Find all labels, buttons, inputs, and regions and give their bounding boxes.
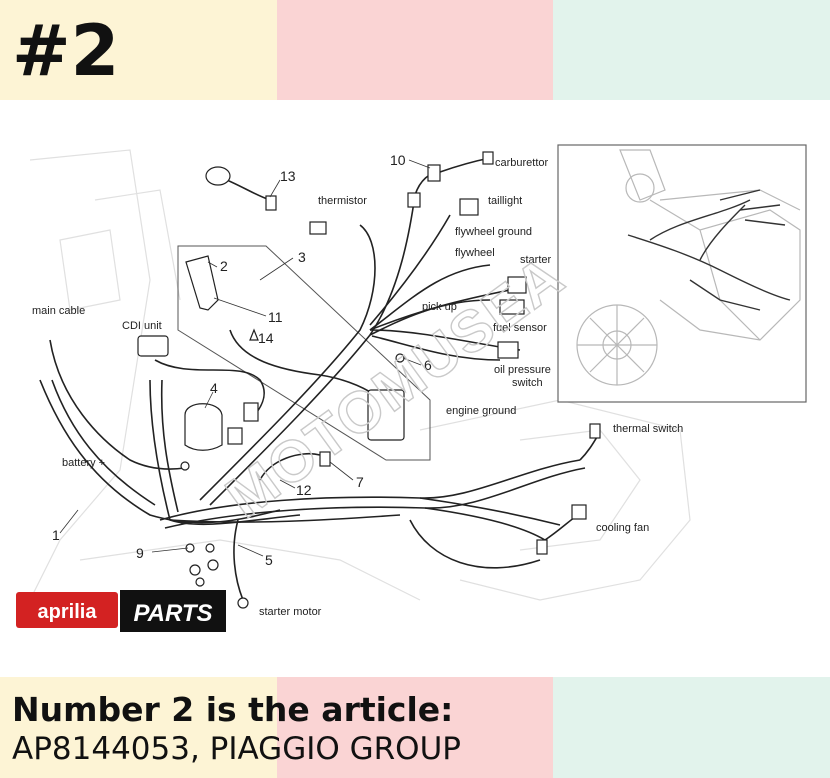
- callout-numbers: 1 2 3 4 5 6 7 9 10 11 12 13 14: [52, 152, 432, 568]
- pickup-connector: [499, 299, 525, 315]
- label-flywheel: flywheel: [455, 247, 495, 259]
- callout-13: 13: [280, 168, 296, 184]
- battery-terminal: [180, 461, 190, 471]
- cap: [185, 255, 219, 311]
- connector: [243, 402, 259, 422]
- label-taillight: taillight: [488, 195, 522, 207]
- callout-6: 6: [424, 357, 432, 373]
- label-pick-up: pick up: [422, 301, 457, 313]
- label-main-cable: main cable: [32, 305, 85, 317]
- callout-12: 12: [296, 482, 312, 498]
- callout-4: 4: [210, 380, 218, 396]
- callout-3: 3: [298, 249, 306, 265]
- label-cooling-fan: cooling fan: [596, 522, 649, 534]
- callout-14: 14: [258, 330, 274, 346]
- logo-word: PARTS: [133, 600, 212, 627]
- scooter-inset: [557, 144, 807, 403]
- callout-1: 1: [52, 527, 60, 543]
- label-starter-motor: starter motor: [259, 606, 322, 618]
- taillight-connector: [459, 198, 479, 216]
- oil-pressure-switch: [497, 341, 519, 359]
- top-color-band: [0, 0, 830, 100]
- switch-13: [205, 166, 231, 186]
- thermistor-connector: [309, 221, 327, 235]
- connector: [536, 539, 548, 555]
- wiring-diagram: 1 2 3 4 5 6 7 9 10 11 12 13 14 main cabl…: [0, 100, 830, 677]
- bottom-color-band: [0, 677, 830, 778]
- thermal-switch-connector: [589, 423, 601, 439]
- logo-brand: aprilia: [38, 601, 98, 623]
- label-thermistor: thermistor: [318, 195, 367, 207]
- cooling-fan-connector: [571, 504, 587, 520]
- drop-14: [249, 328, 259, 341]
- aprilia-parts-logo: aprilia PARTS: [16, 590, 226, 632]
- article-code: AP8144053, PIAGGIO GROUP: [12, 731, 461, 767]
- label-starter: starter: [520, 254, 552, 266]
- relay-connector: [227, 427, 243, 445]
- label-battery: battery +: [62, 457, 105, 469]
- components: [137, 151, 601, 609]
- label-fuel-sensor: fuel sensor: [493, 322, 547, 334]
- ignition-coil: [367, 389, 405, 441]
- article-headline: Number 2 is the article:: [12, 690, 454, 729]
- callout-9: 9: [136, 545, 144, 561]
- label-oil-pressure: oil pressure: [494, 364, 551, 376]
- callout-2: 2: [220, 258, 228, 274]
- cdi-unit: [137, 335, 169, 357]
- label-switch: switch: [512, 377, 543, 389]
- starter-motor-terminal: [237, 597, 249, 609]
- fuse-12: [319, 451, 331, 467]
- relay: [184, 403, 223, 451]
- switch-13-plug: [265, 195, 277, 211]
- callout-11: 11: [268, 309, 283, 325]
- part-number-heading: #2: [12, 10, 120, 92]
- label-thermal-switch: thermal switch: [613, 423, 683, 435]
- label-carburettor: carburettor: [495, 157, 549, 169]
- label-engine-ground: engine ground: [446, 405, 516, 417]
- connector: [407, 192, 421, 208]
- callout-7: 7: [356, 474, 364, 490]
- carburettor-connector: [482, 151, 494, 165]
- connector-10: [427, 164, 441, 182]
- diagram-labels: main cable CDI unit battery + thermistor…: [32, 157, 683, 618]
- callout-5: 5: [265, 552, 273, 568]
- wiring-diagram-svg: 1 2 3 4 5 6 7 9 10 11 12 13 14 main cabl…: [16, 144, 807, 632]
- callout-10: 10: [390, 152, 406, 168]
- label-flywheel-ground: flywheel ground: [455, 226, 532, 238]
- label-cdi-unit: CDI unit: [122, 320, 162, 332]
- starter-connector: [507, 276, 527, 294]
